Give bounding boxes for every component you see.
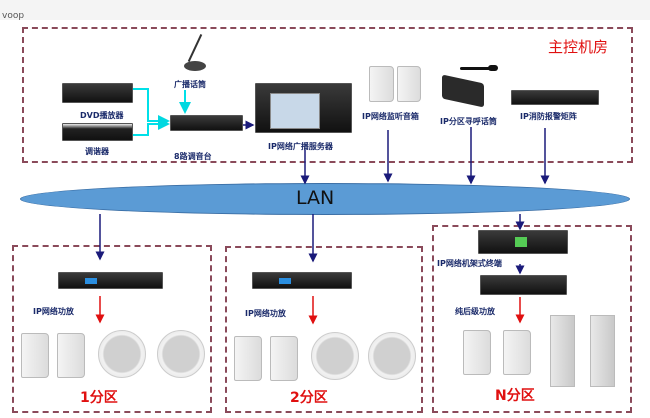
column-speaker-icon	[550, 315, 575, 387]
monitor-label: IP网络监听音箱	[362, 112, 419, 121]
microphone-icon	[180, 28, 210, 73]
paging-label: IP分区寻呼话筒	[440, 117, 497, 126]
control-room-title: 主控机房	[548, 38, 609, 56]
zone-1-title: 1分区	[80, 390, 118, 406]
wall-speaker-icon	[463, 330, 491, 375]
ceiling-speaker-icon	[157, 330, 205, 378]
ceiling-speaker-icon	[368, 332, 416, 380]
server-label: IP网络广播服务器	[268, 142, 333, 151]
rack-terminal-icon	[478, 230, 568, 254]
paging-mic-icon	[440, 65, 510, 108]
monitor-speaker-icon	[397, 66, 421, 102]
ceiling-speaker-icon	[311, 332, 359, 380]
fire-label: IP消防报警矩阵	[520, 112, 577, 121]
zone-1-amp-label: IP网络功放	[33, 307, 74, 316]
mic-label: 广播话筒	[174, 80, 206, 89]
ip-amp-icon	[58, 272, 163, 289]
power-amp-icon	[480, 275, 567, 295]
wall-speaker-icon	[270, 336, 298, 381]
zone-n-title: N分区	[495, 388, 535, 404]
audio-signal-lines	[133, 88, 191, 136]
zone-2-amp-label: IP网络功放	[245, 309, 286, 318]
network-arrows	[95, 120, 550, 275]
top-bar	[0, 0, 650, 20]
monitor-speaker-icon	[369, 66, 394, 102]
zone-2-box	[225, 246, 423, 413]
dvd-player-icon	[62, 83, 133, 103]
cut-off-text: voop	[2, 11, 25, 21]
zone-2-title: 2分区	[290, 390, 328, 406]
amp-output-arrows	[95, 296, 525, 325]
control-room-box	[22, 27, 633, 163]
dvd-label: DVD播放器	[80, 111, 124, 120]
mixer-icon	[170, 115, 243, 131]
wall-speaker-icon	[57, 333, 85, 378]
zone-n-amp-label: 纯后级功放	[455, 307, 495, 316]
tuner-icon	[62, 123, 133, 141]
mixer-label: 8路调音台	[174, 152, 212, 161]
column-speaker-icon	[590, 315, 615, 387]
zone-n-terminal-label: IP网络机架式终端	[437, 259, 502, 268]
fire-matrix-icon	[511, 90, 599, 105]
wall-speaker-icon	[234, 336, 262, 381]
ceiling-speaker-icon	[98, 330, 146, 378]
tuner-label: 调谐器	[85, 147, 109, 156]
zone-n-box	[432, 225, 632, 413]
wall-speaker-icon	[503, 330, 531, 375]
lan-label: LAN	[296, 187, 335, 209]
lan-ellipse	[20, 183, 630, 215]
ip-amp-icon	[252, 272, 352, 289]
server-icon	[255, 83, 352, 133]
wall-speaker-icon	[21, 333, 49, 378]
zone-1-box	[12, 245, 212, 413]
